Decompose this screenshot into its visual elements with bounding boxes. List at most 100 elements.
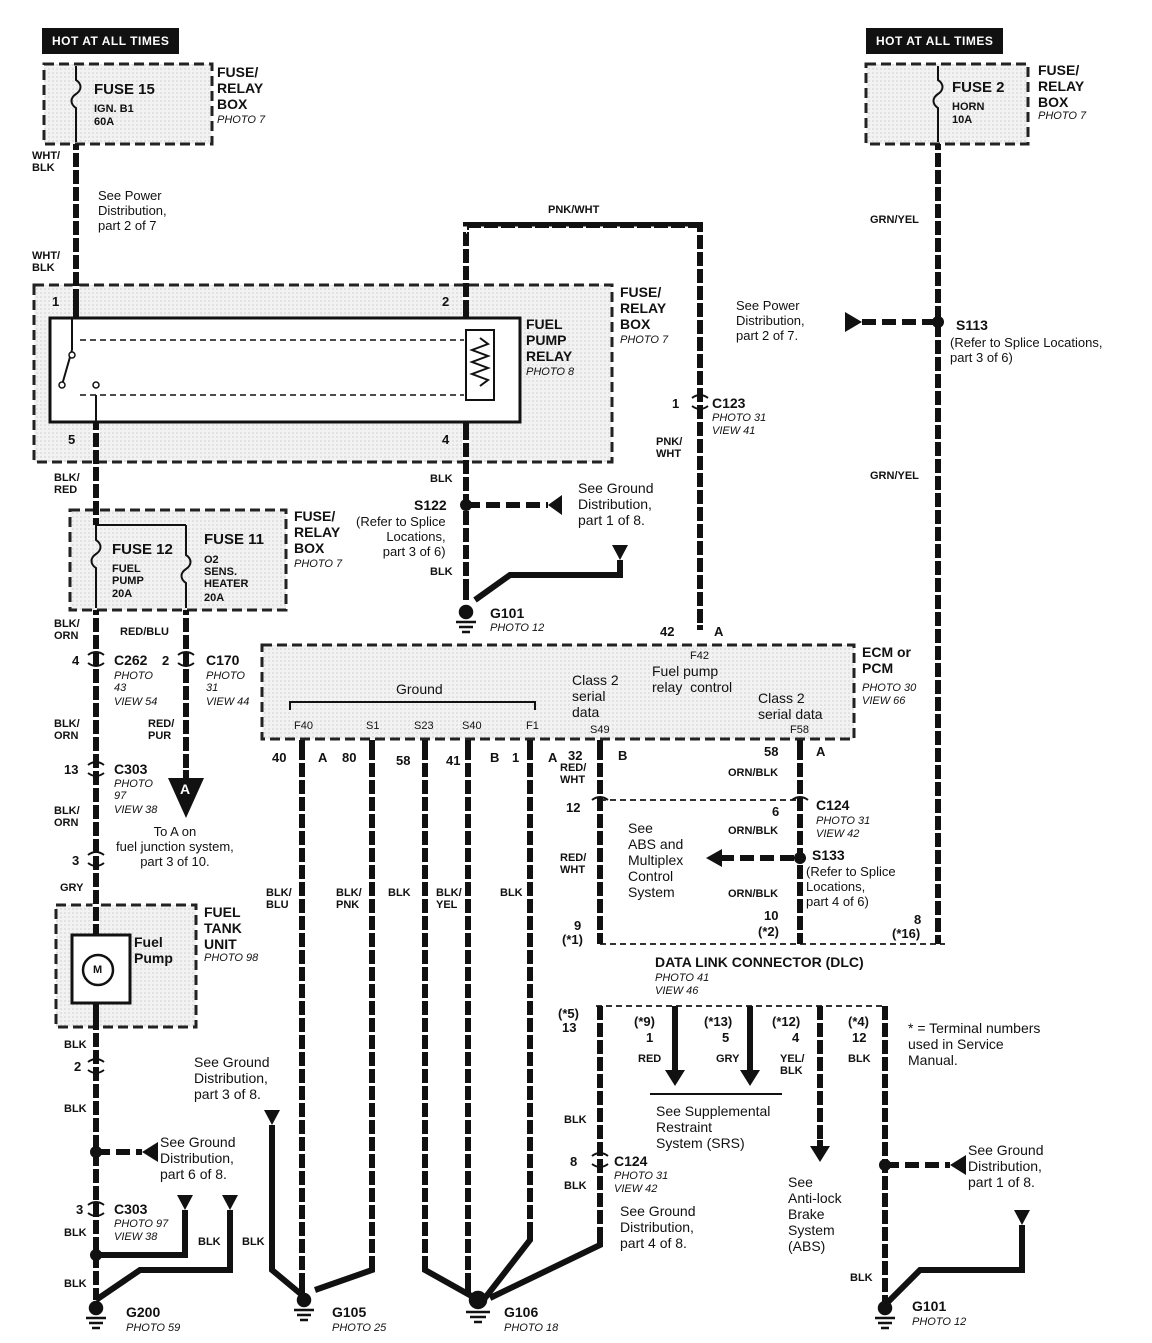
ecm-ground-label: Ground [396,681,443,697]
wire-g101b-branch [882,1225,1025,1308]
wire-blk-58 [422,740,477,1301]
relay-photo: PHOTO 8 [526,366,575,378]
ecm-pin-a3: A [816,744,826,759]
fuse2-box [864,62,1030,146]
ecm-pin-41: 41 [446,753,461,768]
g101b-arrow [1014,1210,1030,1225]
ecm-pin-58: 58 [396,753,411,768]
ecm-pin-32: 32 [568,748,583,763]
hot-at-all-times-right: HOT AT ALL TIMES [866,28,1004,54]
wire-label-pnk-wht-side: PNK/ WHT [656,436,683,460]
c170-mark [177,651,195,667]
wire-label-blk-pnk: BLK/ PNK [336,887,362,911]
dlc1-arrow [665,1070,685,1086]
ecm-pin-40: 40 [272,750,287,765]
frb-photo-4: PHOTO 7 [294,558,343,570]
s133-label: S133 [812,847,845,863]
to-a-note: To A on fuel junction system, part 3 of … [116,824,234,869]
fuse15-name: FUSE 15 [94,81,155,98]
wire-label-blk-58: BLK [388,887,411,899]
dlc-pin-8-note: (*16) [892,926,921,941]
dlc-pin-10: 10 [764,908,779,923]
ecm-pin-1: 1 [512,750,520,765]
wire-label-red-wht-1: RED/ WHT [560,762,587,786]
g106-photo: PHOTO 18 [504,1322,559,1334]
frb-title-2: FUSE/ RELAY BOX [1038,62,1085,110]
c124-mark [591,796,809,801]
wire-label-blk-c124b: BLK [564,1180,587,1192]
gnd1b-arrow [950,1155,966,1175]
dlc-title: DATA LINK CONNECTOR (DLC) [655,954,864,970]
relay-pin-2: 2 [442,294,450,309]
ecm-pin-f40: F40 [294,720,313,732]
c303b-dot [90,1249,102,1261]
see-power-note-2: See Power Distribution, part 2 of 7. [736,298,805,343]
wire-g200-branch-2 [96,1210,188,1258]
wire-label-orn-blk-3: ORN/BLK [728,888,779,900]
wire-blk-1 [482,740,533,1300]
c303b-view: VIEW 38 [114,1231,158,1243]
ecm-ground-brace [289,701,536,710]
dlc-pin-4: 4 [792,1030,800,1045]
wire-label-pnk-wht-top: PNK/WHT [548,204,600,216]
g200-label: G200 [126,1304,161,1320]
wire-pnk-wht [463,222,703,630]
g105-photo: PHOTO 25 [332,1322,387,1334]
s122-dot [460,499,472,511]
dlc-pin-13-note: (*5) [558,1006,579,1021]
wire-label-blk-orn-2: BLK/ ORN [54,718,80,742]
wire-label-blk-g105: BLK [242,1236,265,1248]
see-power-note-1: See Power Distribution, part 2 of 7 [98,188,167,233]
see-abs-note: See Anti-lock Brake System (ABS) [788,1174,842,1254]
c124b-view: VIEW 42 [614,1183,658,1195]
c123-photo: PHOTO 31 [712,412,767,424]
c124b-photo: PHOTO 31 [614,1170,669,1182]
c303b-pin-3: 3 [76,1202,84,1217]
c303b-mark [87,1201,105,1217]
c170-view: VIEW 44 [206,696,250,708]
relay-pin-4: 4 [442,432,450,447]
fuse2-circuit: HORN [952,101,985,113]
wire-label-blk-pump: BLK [64,1039,87,1051]
motor-label: M [93,964,103,976]
ecm-pin-s40: S40 [462,720,482,732]
ecm-class2-b: Class 2 serial data [758,690,823,722]
s122-ref: (Refer to Splice Locations, part 3 of 6) [356,514,446,559]
ecm-pin-f1: F1 [526,720,539,732]
g106-label: G106 [504,1304,539,1320]
fuel-pump-relay [48,316,522,424]
fuse11-name: FUSE 11 [204,531,265,548]
c123-mark [691,394,709,410]
wire-label-orn-blk-2: ORN/BLK [728,825,779,837]
g101a-branch-arrow [612,545,628,560]
wire-label-gry: GRY [60,882,84,894]
see-ground-note-3: See Ground Distribution, part 3 of 8. [194,1054,270,1102]
see-abs-mux-note: See ABS and Multiplex Control System [628,820,684,900]
frb-photo-1: PHOTO 7 [217,114,266,126]
g101b-ground-icon [875,1300,895,1330]
dlc5-arrow [740,1070,760,1086]
see-srs-note: See Supplemental Restraint System (SRS) [656,1103,771,1151]
c124-pin-12: 12 [566,800,581,815]
fuel-tank-title: FUEL TANK UNIT [204,904,242,952]
wire-label-blk-c124: BLK [564,1114,587,1126]
c303-view: VIEW 38 [114,804,158,816]
frb-title-4: FUSE/ RELAY BOX [294,508,341,556]
ecm-photo: PHOTO 30 [862,682,917,694]
fuse12-rating: 20A [112,588,133,600]
ecm-pin-42: 42 [660,624,675,639]
dlc-pin-5-note: (*13) [704,1014,733,1029]
see-ground-note-4: See Ground Distribution, part 4 of 8. [620,1203,696,1251]
pump2-mark [87,1058,105,1074]
fuse11-element [180,525,192,608]
fuse12-circuit: FUEL PUMP [112,563,144,587]
dlc-pin-12-note: (*4) [848,1014,869,1029]
s133-dot [794,852,806,864]
c124-photo: PHOTO 31 [816,815,871,827]
ecm-pin-80: 80 [342,750,357,765]
ecm-fuelpump-control: Fuel pump relay control [652,663,733,695]
ecm-pin-f42: F42 [690,650,709,662]
wire-label-blk-red: BLK/ RED [54,472,80,496]
gnd6-dot [90,1146,102,1158]
dlc4-arrow [810,1146,830,1162]
